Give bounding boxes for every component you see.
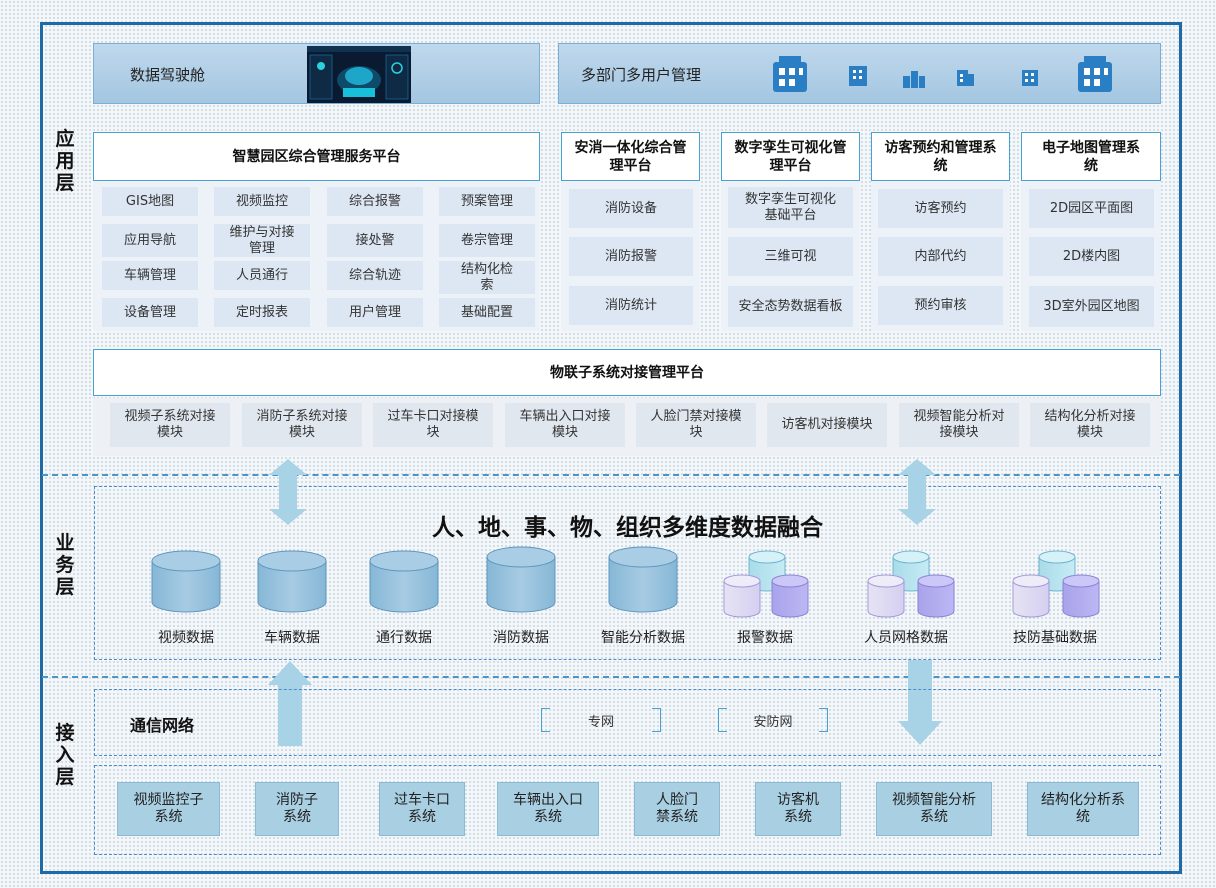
building-icon [773, 56, 807, 92]
layer-label-access: 接入层 [55, 722, 75, 788]
grid-cell: GIS地图 [102, 187, 198, 216]
grid-cell: 接处警 [327, 224, 423, 257]
subsystem-card: 访客机系统 [755, 782, 841, 836]
multi-dept-band: 多部门多用户管理 [558, 43, 1161, 104]
cylinder-cluster-alarm [723, 550, 809, 618]
smart-park-platform-title: 智慧园区综合管理服务平台 [93, 132, 540, 181]
subsystem-card: 过车卡口系统 [379, 782, 465, 836]
list-item: 消防统计 [569, 286, 693, 325]
list-item: 消防报警 [569, 237, 693, 276]
grid-cell: 综合轨迹 [327, 261, 423, 290]
data-label: 人员网格数据 [864, 630, 948, 646]
network-item: 专网 [541, 708, 661, 732]
network-item-label: 专网 [587, 714, 614, 730]
visitor-platform-title: 访客预约和管理系统 [871, 132, 1010, 181]
list-item: 安全态势数据看板 [728, 286, 853, 327]
dashboard-band: 数据驾驶舱 [93, 43, 540, 104]
list-item: 2D楼内图 [1029, 237, 1154, 276]
grid-cell: 设备管理 [102, 298, 198, 327]
separator-app-business [42, 474, 1180, 476]
subsystem-card: 视频智能分析系统 [876, 782, 992, 836]
data-label: 通行数据 [376, 630, 432, 646]
list-item: 3D室外园区地图 [1029, 286, 1154, 327]
cylinder-vehicle [257, 550, 327, 613]
iot-module: 消防子系统对接模块 [242, 403, 362, 447]
grid-cell: 定时报表 [214, 298, 310, 327]
iot-module: 人脸门禁对接模块 [636, 403, 756, 447]
list-item: 三维可视 [728, 237, 853, 276]
list-item: 2D园区平面图 [1029, 189, 1154, 228]
iot-module: 结构化分析对接模块 [1030, 403, 1150, 447]
grid-cell: 综合报警 [327, 187, 423, 216]
grid-cell: 结构化检索 [439, 261, 535, 294]
cylinder-smart-analysis [608, 546, 678, 613]
grid-cell: 视频监控 [214, 187, 310, 216]
iot-module: 车辆出入口对接模块 [505, 403, 625, 447]
grid-cell: 车辆管理 [102, 261, 198, 290]
network-box [94, 689, 1161, 756]
list-item: 消防设备 [569, 189, 693, 228]
cylinder-cluster-tech [1012, 550, 1100, 618]
cylinder-cluster-personnel [867, 550, 955, 618]
network-label: 通信网络 [130, 716, 195, 735]
cylinder-video [151, 550, 221, 613]
data-label: 消防数据 [493, 630, 549, 646]
data-label: 视频数据 [158, 630, 214, 646]
building-icon [903, 71, 925, 88]
iot-module: 视频智能分析对接模块 [899, 403, 1019, 447]
subsystem-card: 车辆出入口系统 [497, 782, 599, 836]
iot-module: 视频子系统对接模块 [110, 403, 230, 447]
cylinder-fire [486, 546, 556, 613]
grid-cell: 维护与对接管理 [214, 224, 310, 257]
subsystem-card: 消防子系统 [255, 782, 339, 836]
building-icon [957, 70, 974, 86]
list-item: 内部代约 [878, 237, 1003, 276]
network-item: 安防网 [718, 708, 828, 732]
subsystem-card: 视频监控子系统 [117, 782, 220, 836]
iot-platform-title: 物联子系统对接管理平台 [93, 349, 1161, 396]
dashboard-band-label: 数据驾驶舱 [130, 66, 206, 84]
building-icon [1078, 56, 1112, 92]
cylinder-access [369, 550, 439, 613]
iot-module: 访客机对接模块 [767, 403, 887, 447]
outer-frame [40, 22, 1182, 874]
grid-cell: 人员通行 [214, 261, 310, 290]
grid-cell: 卷宗管理 [439, 224, 535, 257]
arrow-up [268, 661, 312, 746]
grid-cell: 预案管理 [439, 187, 535, 216]
grid-cell: 应用导航 [102, 224, 198, 257]
data-label: 技防基础数据 [1013, 630, 1097, 646]
data-fusion-box [94, 486, 1161, 660]
iot-module: 过车卡口对接模块 [373, 403, 493, 447]
data-label: 智能分析数据 [601, 630, 685, 646]
arrow-up-down-left [269, 459, 307, 525]
arrow-down [898, 660, 942, 745]
network-item-label: 安防网 [753, 714, 793, 730]
separator-business-access [42, 676, 1180, 678]
twin-platform-title: 数字孪生可视化管理平台 [721, 132, 860, 181]
building-icon [849, 66, 867, 86]
list-item: 访客预约 [878, 189, 1003, 228]
data-label: 车辆数据 [264, 630, 320, 646]
fire-platform-title: 安消一体化综合管理平台 [561, 132, 700, 181]
arrow-up-down-right [898, 459, 936, 525]
layer-label-app: 应用层 [55, 128, 75, 194]
multi-dept-band-label: 多部门多用户管理 [581, 66, 702, 84]
dashboard-screenshot-icon [307, 46, 411, 103]
subsystem-card: 人脸门禁系统 [634, 782, 720, 836]
subsystem-box [94, 765, 1161, 855]
subsystem-card: 结构化分析系统 [1027, 782, 1139, 836]
map-platform-title: 电子地图管理系统 [1021, 132, 1161, 181]
layer-label-business: 业务层 [55, 532, 75, 598]
grid-cell: 用户管理 [327, 298, 423, 327]
list-item: 预约审核 [878, 286, 1003, 325]
list-item: 数字孪生可视化基础平台 [728, 187, 853, 228]
grid-cell: 基础配置 [439, 298, 535, 327]
building-icon [1022, 70, 1038, 86]
fusion-title: 人、地、事、物、组织多维度数据融合 [432, 515, 823, 541]
data-label: 报警数据 [737, 630, 793, 646]
